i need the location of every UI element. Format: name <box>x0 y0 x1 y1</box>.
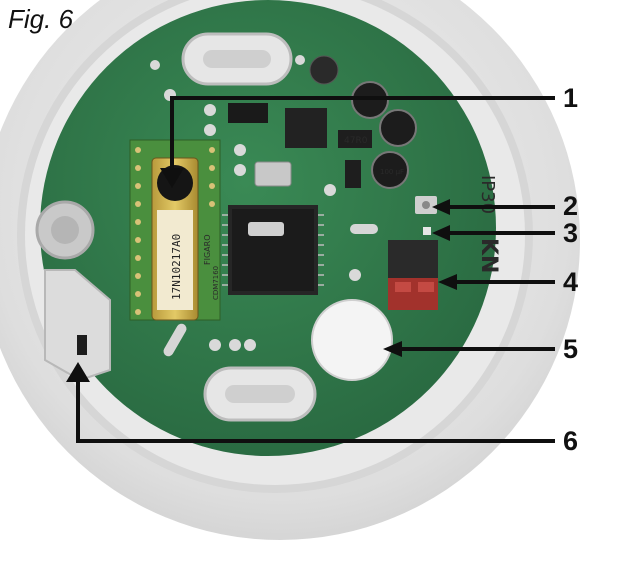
bus-terminal <box>388 240 438 310</box>
capacitor-label: 100 µF <box>380 168 404 176</box>
callout-number-1: 1 <box>563 83 578 113</box>
arrowhead-4 <box>438 274 457 290</box>
callout-number-6: 6 <box>563 426 578 456</box>
ip-rating: IP30 <box>477 175 498 214</box>
sensor-code: 17N10217A0 <box>170 234 183 300</box>
microcontroller-chip <box>222 205 324 295</box>
callout-number-5: 5 <box>563 334 578 364</box>
resistor-label: 47R0 <box>344 136 368 146</box>
bus-logo: KN <box>476 238 501 273</box>
arrowhead-2 <box>432 199 450 215</box>
pcb-components: 47R0 100 µF <box>150 55 437 357</box>
arrowhead-3 <box>432 225 450 241</box>
arrowhead-1 <box>160 168 184 188</box>
gas-sensor-module: 17N10217A0 FIGARO CDM7160 <box>129 139 221 321</box>
callout-number-4: 4 <box>563 267 578 297</box>
callout-number-2: 2 <box>563 191 578 221</box>
callout-arrowheads <box>66 168 457 382</box>
programming-led <box>423 227 431 235</box>
sensor-brand: FIGARO <box>203 235 212 266</box>
callout-arrows <box>76 96 555 443</box>
sensor-model: CDM7160 <box>212 266 220 300</box>
arrowhead-5 <box>383 341 402 357</box>
callout-line-6 <box>76 380 555 443</box>
figure-caption: Fig. 6 <box>8 4 74 34</box>
callout-line-1 <box>170 96 555 170</box>
arrowhead-6 <box>66 362 90 382</box>
temperature-sensor <box>77 335 87 355</box>
callout-number-3: 3 <box>563 218 578 248</box>
sensor-window <box>311 299 393 381</box>
